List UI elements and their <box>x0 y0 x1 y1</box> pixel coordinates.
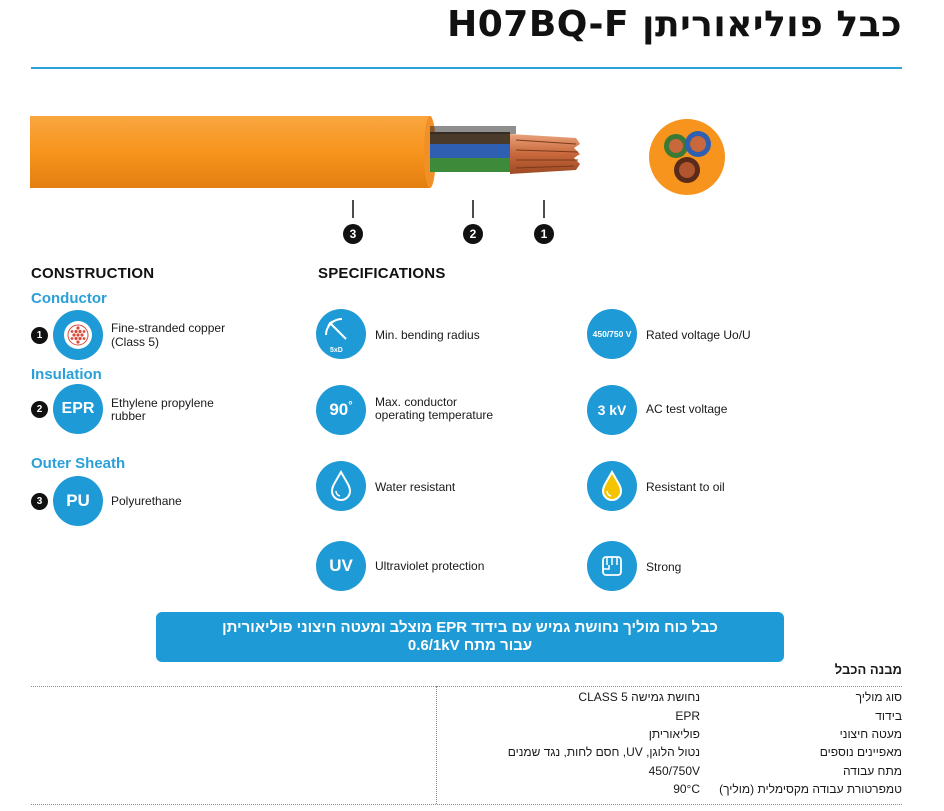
table-column-divider <box>436 686 437 804</box>
uv-badge: UV <box>316 541 366 591</box>
uv-label: Ultraviolet protection <box>375 559 485 573</box>
row-key: מתח עבודה <box>843 764 902 778</box>
conductor-number: 1 <box>31 327 48 344</box>
row-value: 90°C <box>673 782 700 796</box>
conductor-desc-line2: (Class 5) <box>111 335 160 349</box>
insulation-title: Insulation <box>31 366 102 383</box>
outer-sheath-title: Outer Sheath <box>31 455 126 472</box>
bending-radius-icon: 5xD <box>316 309 366 359</box>
table-bottom-divider <box>31 804 902 805</box>
cable-structure-title: מבנה הכבל <box>834 662 902 677</box>
ac-test-label: AC test voltage <box>646 402 728 416</box>
ac-test-badge: 3 kV <box>587 385 637 435</box>
max-temp-label-line1: Max. conductor <box>375 395 458 409</box>
max-temp-badge: 90° <box>316 385 366 435</box>
page-title: כבל פוליאוריתן H07BQ-F <box>447 4 902 45</box>
bending-factor-label: 5xD <box>330 347 343 354</box>
cable-illustration <box>30 116 725 218</box>
row-value: פוליאוריתן <box>648 727 700 741</box>
strong-label: Strong <box>646 560 682 574</box>
outer-sheath-number: 3 <box>31 493 48 510</box>
specifications-heading: SPECIFICATIONS <box>318 265 446 282</box>
max-temp-label-line2: operating temperature <box>375 408 494 422</box>
bending-radius-label: Min. bending radius <box>375 328 480 342</box>
row-value: EPR <box>675 709 700 723</box>
conductor-desc-line1: Fine-stranded copper <box>111 321 226 335</box>
bend-arrow-icon: 5xD <box>325 318 347 354</box>
table-row: טמפרטורת עבודה מקסימלית (מוליך) 90°C <box>482 782 902 800</box>
row-key: סוג מוליך <box>855 690 902 704</box>
water-resistant-label: Water resistant <box>375 480 456 494</box>
row-value: 450/750V <box>648 764 700 778</box>
water-resistant-icon <box>316 461 366 511</box>
water-drop-icon <box>330 469 352 501</box>
outer-sheath-badge: PU <box>53 476 103 526</box>
callout-1: 1 <box>534 224 554 244</box>
row-key: מעטה חיצוני <box>839 727 902 741</box>
row-value: נחושת גמישה CLASS 5 <box>578 690 700 704</box>
row-key: טמפרטורת עבודה מקסימלית (מוליך) <box>719 782 902 796</box>
insulation-badge: EPR <box>53 384 103 434</box>
insulation-desc-line2: rubber <box>111 409 146 423</box>
table-row: סוג מוליך נחושת גמישה CLASS 5 <box>482 690 902 708</box>
banner-line1: כבל כוח מוליך נחושת גמיש עם בידוד EPR מו… <box>222 619 718 636</box>
insulation-desc-line1: Ethylene propylene <box>111 396 214 410</box>
callout-3: 3 <box>343 224 363 244</box>
table-top-divider <box>31 686 902 687</box>
table-row: בידוד EPR <box>482 709 902 727</box>
copper-strands-icon <box>64 321 92 349</box>
outer-sheath-desc: Polyurethane <box>111 494 182 508</box>
rated-voltage-badge: 450/750 V <box>587 309 637 359</box>
title-divider <box>31 67 902 69</box>
oil-resistant-label: Resistant to oil <box>646 480 725 494</box>
row-value: נטול הלוגן, UV, חסם לחות, נגד שמנים <box>507 745 700 759</box>
banner-line2: עבור מתח 0.6/1kV <box>407 637 533 654</box>
strong-icon <box>587 541 637 591</box>
table-row: מאפיינים נוספים נטול הלוגן, UV, חסם לחות… <box>482 745 902 763</box>
max-temp-degree: ° <box>348 400 353 412</box>
conductor-icon <box>53 310 103 360</box>
max-temp-value: 90 <box>329 400 349 419</box>
row-key: בידוד <box>875 709 902 723</box>
callout-2: 2 <box>463 224 483 244</box>
description-banner: כבל כוח מוליך נחושת גמיש עם בידוד EPR מו… <box>156 612 784 662</box>
construction-heading: CONSTRUCTION <box>31 265 155 282</box>
table-row: מתח עבודה 450/750V <box>482 764 902 782</box>
insulation-number: 2 <box>31 401 48 418</box>
conductor-title: Conductor <box>31 290 107 307</box>
oil-drop-icon <box>601 469 623 501</box>
oil-resistant-icon <box>587 461 637 511</box>
rated-voltage-label: Rated voltage Uo/U <box>646 328 751 342</box>
table-row: מעטה חיצוני פוליאוריתן <box>482 727 902 745</box>
fist-icon <box>602 556 622 576</box>
row-key: מאפיינים נוספים <box>819 745 902 759</box>
